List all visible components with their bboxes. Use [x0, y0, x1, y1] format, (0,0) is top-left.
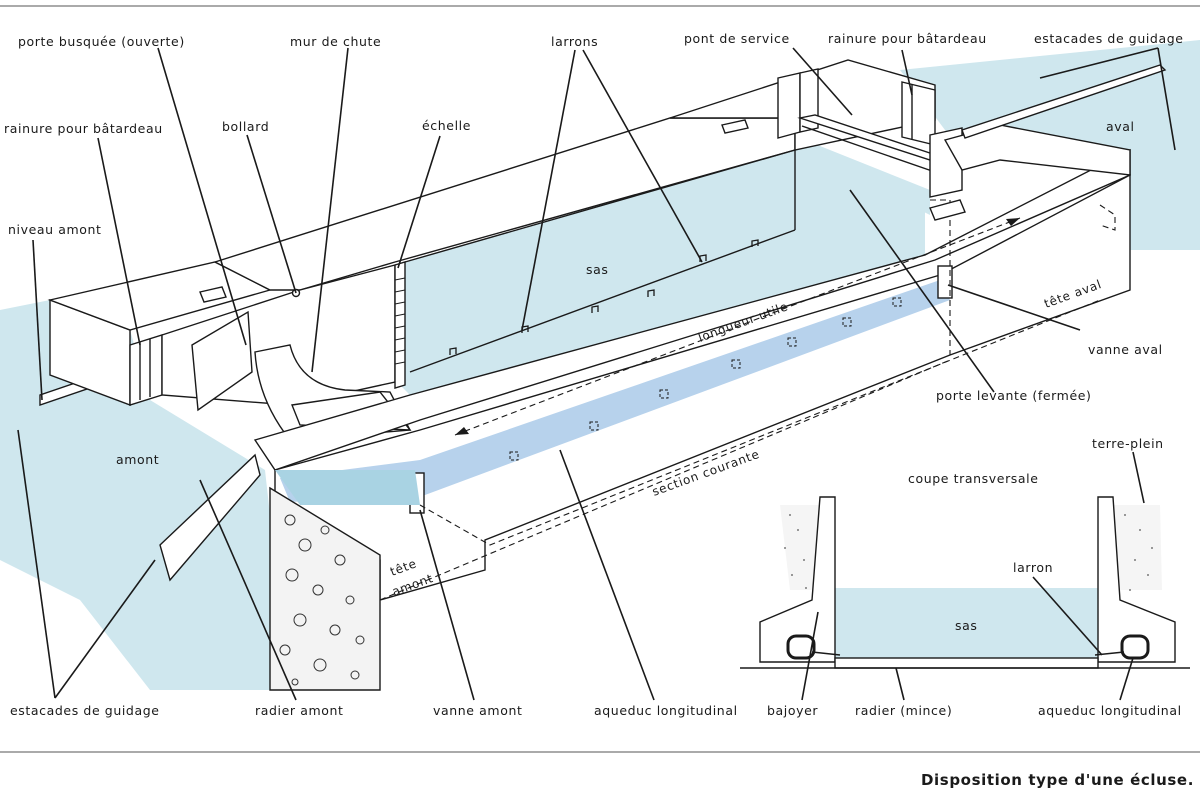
terre-plein-dots [784, 514, 1153, 591]
slot-2 [721, 119, 749, 134]
label-larrons: larrons [551, 34, 598, 49]
vanne-aval [937, 265, 953, 299]
label-mur-de-chute: mur de chute [290, 34, 381, 49]
mitre-gate-lower [159, 453, 261, 582]
label-rainure-batardeau-right: rainure pour bâtardeau [828, 31, 987, 46]
label-estacades-bottom: estacades de guidage [10, 703, 160, 718]
label-bajoyer: bajoyer [767, 703, 818, 718]
label-rainure-batardeau-left: rainure pour bâtardeau [4, 121, 163, 136]
longueur-utile-arrow-left [455, 427, 469, 435]
section-larron-right [1094, 651, 1125, 656]
aqueduc-band [280, 280, 950, 502]
section-aqueduct-left [786, 634, 816, 660]
figure-caption: Disposition type d'une écluse. [921, 771, 1194, 789]
label-sas: sas [586, 262, 609, 277]
label-vanne-aval: vanne aval [1088, 342, 1163, 357]
terre-plein-right [1110, 505, 1162, 590]
echelle [394, 261, 406, 389]
terre-plein-left [780, 505, 820, 590]
chamber-waterline [409, 229, 796, 373]
upstream-foundation [269, 486, 381, 691]
label-radier-amont: radier amont [255, 703, 344, 718]
service-bridge-left [777, 72, 801, 139]
chamber-water [395, 148, 925, 395]
cross-section [740, 496, 1190, 669]
label-coupe-transversale: coupe transversale [908, 471, 1039, 486]
label-aqueduc-longitudinal-coupe: aqueduc longitudinal [1038, 703, 1182, 718]
label-aval: aval [1106, 119, 1135, 134]
aqueduc-openings [509, 297, 902, 461]
rubble-stones [279, 514, 365, 686]
label-bollard: bollard [222, 119, 269, 134]
slot-3 [929, 199, 966, 221]
label-sas-coupe: sas [955, 618, 978, 633]
label-aqueduc-longitudinal: aqueduc longitudinal [594, 703, 738, 718]
downstream-guide-estacade [961, 64, 1167, 139]
longueur-utile-arrow-right [1006, 218, 1020, 226]
label-vanne-amont: vanne amont [433, 703, 522, 718]
radier-mince [834, 657, 1099, 669]
upstream-basin-water [275, 470, 420, 505]
label-amont: amont [116, 452, 159, 467]
section-larron-left [811, 651, 841, 656]
label-echelle: échelle [422, 118, 471, 133]
label-estacades-top: estacades de guidage [1034, 31, 1184, 46]
label-porte-levante: porte levante (fermée) [936, 388, 1092, 403]
label-porte-busquee: porte busquée (ouverte) [18, 34, 185, 49]
chamber-wall-top-edge [404, 149, 796, 263]
dashed-bottom-outline [419, 299, 1101, 546]
label-niveau-amont: niveau amont [8, 222, 102, 237]
section-water [832, 588, 1098, 660]
chamber-water-rear [780, 130, 930, 215]
upstream-water [0, 300, 275, 690]
longueur-utile-line [454, 217, 1021, 436]
mitre-gate-upper [191, 310, 253, 412]
dashed-head-outline [1099, 204, 1116, 231]
dashed-section-outline [379, 359, 951, 601]
label-radier-mince: radier (mince) [855, 703, 952, 718]
rainure-block-left [129, 334, 163, 406]
dashed-head-aval [930, 199, 951, 355]
echelle-rungs [394, 277, 406, 365]
label-pont-de-service: pont de service [684, 31, 790, 46]
section-aqueduct-right [1120, 634, 1150, 660]
label-larron: larron [1013, 560, 1053, 575]
slot-1 [199, 286, 227, 303]
service-bridge-rail [801, 125, 936, 173]
label-terre-plein: terre-plein [1092, 436, 1164, 451]
leader-lines [17, 47, 1176, 701]
